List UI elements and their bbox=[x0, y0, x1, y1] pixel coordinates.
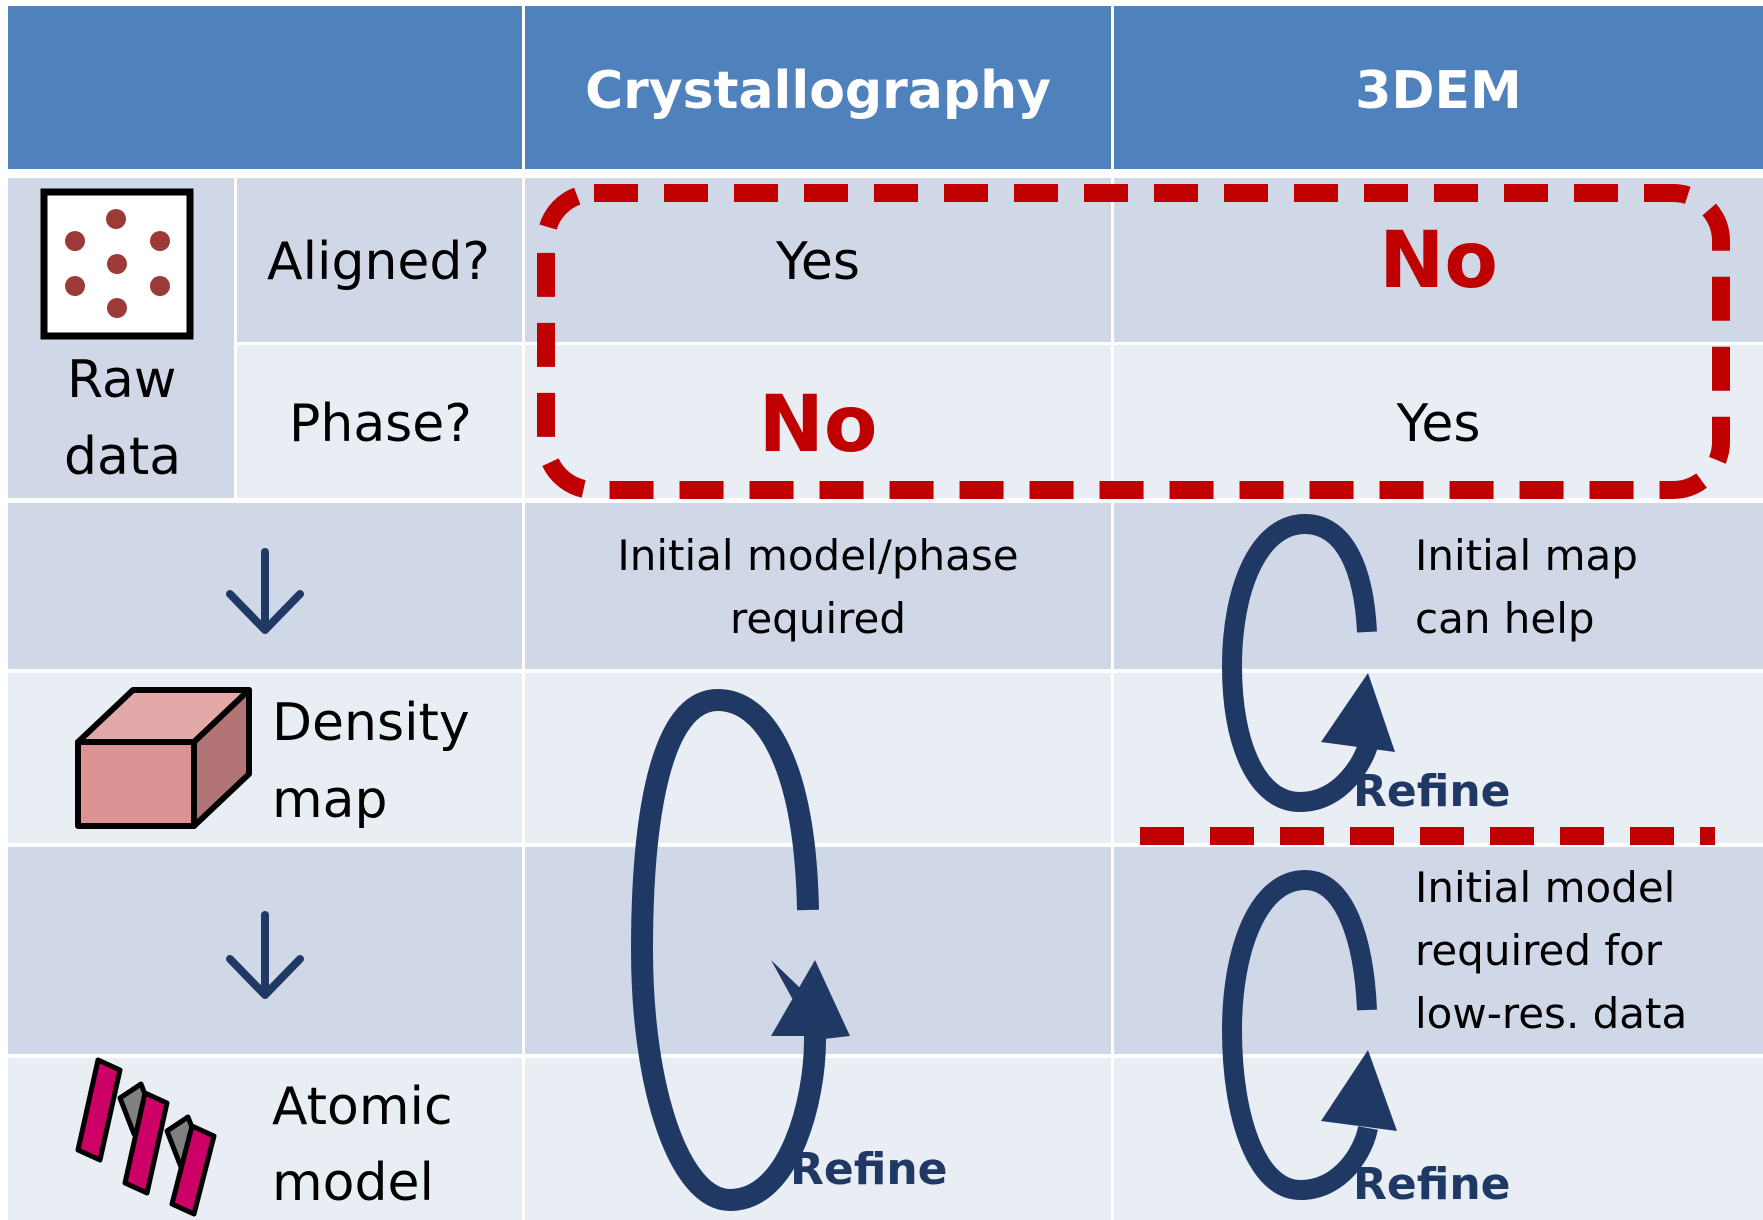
atomic-label-line2: model bbox=[272, 1153, 434, 1213]
highlight-dashed-box bbox=[537, 184, 1730, 499]
dem-map-line1: Initial map bbox=[1415, 531, 1638, 580]
aligned-label-cell bbox=[237, 178, 522, 342]
dem-model-line2: required for bbox=[1415, 926, 1663, 975]
refine-label-dem-model: Refine bbox=[1353, 1159, 1511, 1210]
refine-arrowhead bbox=[771, 960, 850, 1036]
refine-loop-icon bbox=[1221, 869, 1378, 1201]
refine-arrowhead bbox=[1321, 673, 1395, 752]
atomic-model-icon bbox=[75, 1057, 217, 1217]
phase-crystallography-value: No bbox=[758, 380, 878, 470]
refine-label-dem-map: Refine bbox=[1353, 766, 1511, 817]
column-header-3dem: 3DEM bbox=[1355, 61, 1522, 121]
aligned-3dem-value: No bbox=[1379, 216, 1498, 306]
aligned-crystallography-value: Yes bbox=[776, 232, 860, 292]
dem-model-line3: low-res. data bbox=[1415, 989, 1688, 1038]
phase-label: Phase? bbox=[289, 394, 472, 454]
raw-data-label-line1: Raw bbox=[67, 350, 177, 410]
down-arrow-icon bbox=[226, 548, 304, 634]
raw-data-label-line2: data bbox=[64, 427, 182, 487]
density-3dem-cell bbox=[1114, 673, 1763, 843]
header-crystallography bbox=[525, 6, 1111, 169]
header-3dem bbox=[1114, 6, 1763, 169]
aligned-crystallography-cell bbox=[525, 178, 1111, 342]
refine-loop-icon bbox=[630, 688, 826, 1212]
dem-map-line2: can help bbox=[1415, 594, 1595, 643]
dem-model-line1: Initial model bbox=[1415, 863, 1676, 912]
crystallography-step-line2: required bbox=[730, 594, 906, 643]
phase-crystallography-cell bbox=[525, 345, 1111, 498]
refine-label-crystallography: Refine bbox=[790, 1144, 948, 1195]
atomic-3dem-cell bbox=[1114, 1058, 1763, 1220]
phase-label-cell bbox=[237, 345, 522, 498]
density-label-line2: map bbox=[272, 770, 388, 830]
down-arrow-icon bbox=[226, 911, 304, 999]
density-crystallography-cell bbox=[525, 673, 1111, 843]
density-label-line1: Density bbox=[272, 693, 470, 753]
step1-3dem-cell bbox=[1114, 503, 1763, 669]
crystallography-step-line1: Initial model/phase bbox=[617, 531, 1019, 580]
step1-crystallography-cell bbox=[525, 503, 1111, 669]
refine-arrowhead bbox=[1321, 1050, 1397, 1131]
phase-3dem-cell bbox=[1114, 345, 1763, 498]
atomic-label-line1: Atomic bbox=[272, 1077, 453, 1137]
phase-3dem-value: Yes bbox=[1396, 394, 1481, 454]
column-header-crystallography: Crystallography bbox=[584, 61, 1052, 121]
cube-icon bbox=[75, 687, 252, 829]
dot-pattern-icon bbox=[40, 188, 194, 340]
refine-loop-icon bbox=[1221, 513, 1378, 813]
header-corner bbox=[8, 6, 522, 169]
aligned-label: Aligned? bbox=[267, 232, 491, 292]
aligned-3dem-cell bbox=[1114, 178, 1763, 342]
